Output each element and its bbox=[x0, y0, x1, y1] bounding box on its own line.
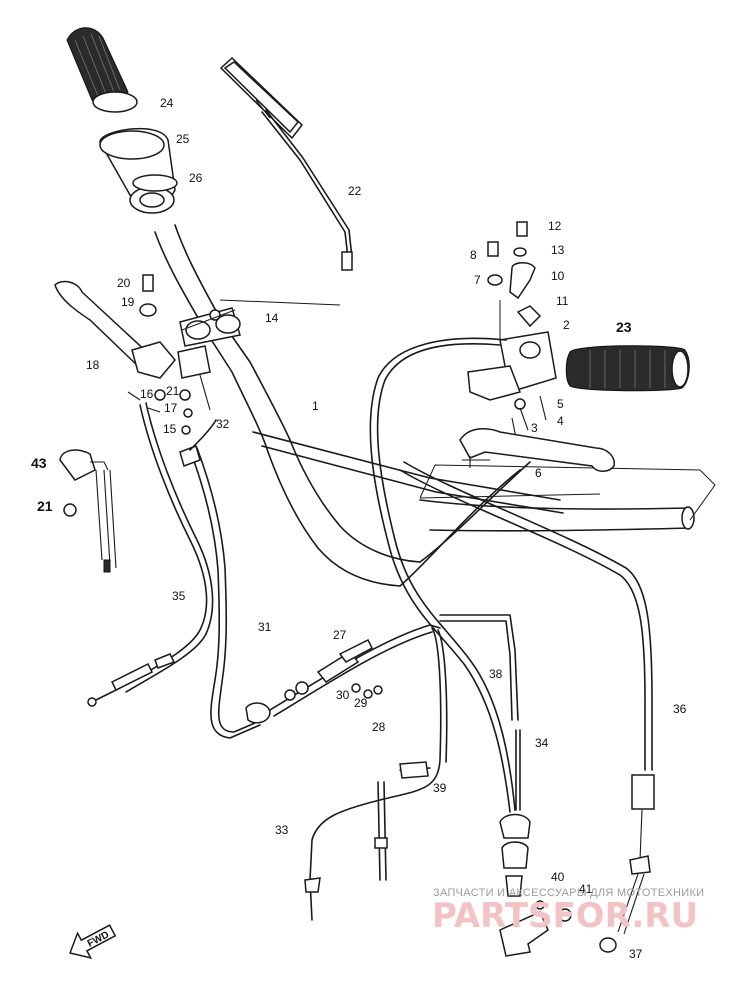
callout-13: 13 bbox=[551, 243, 565, 257]
callout-32: 32 bbox=[216, 417, 230, 431]
callout-36: 36 bbox=[673, 702, 687, 716]
callout-5: 5 bbox=[557, 397, 564, 411]
handlebar bbox=[154, 224, 716, 587]
callout-20: 20 bbox=[117, 276, 131, 290]
callout-34: 34 bbox=[535, 736, 549, 750]
callout-35: 35 bbox=[172, 589, 186, 603]
callout-21: 21 bbox=[37, 498, 53, 514]
watermark: ЗАПЧАСТИ И АКСЕССУАРЫ ДЛЯ МОТОТЕХНИКИ PA… bbox=[432, 887, 704, 936]
right-throttle-assembly bbox=[459, 221, 615, 472]
callout-12: 12 bbox=[548, 219, 562, 233]
callout-23: 23 bbox=[616, 319, 632, 335]
callout-8: 8 bbox=[470, 248, 477, 262]
callout-31: 31 bbox=[258, 620, 272, 634]
mirror bbox=[219, 56, 353, 271]
callout-14: 14 bbox=[265, 311, 279, 325]
callout-30: 30 bbox=[336, 688, 350, 702]
callout-4: 4 bbox=[557, 414, 564, 428]
right-grip bbox=[565, 345, 690, 392]
callout-24: 24 bbox=[160, 96, 174, 110]
callout-22: 22 bbox=[348, 184, 362, 198]
callout-40: 40 bbox=[551, 870, 565, 884]
callout-26: 26 bbox=[189, 171, 203, 185]
callout-28: 28 bbox=[372, 720, 386, 734]
callout-38: 38 bbox=[489, 667, 503, 681]
callout-17: 17 bbox=[164, 401, 178, 415]
throttle-sleeve bbox=[99, 127, 178, 214]
callout-25: 25 bbox=[176, 132, 190, 146]
callout-2: 2 bbox=[563, 318, 570, 332]
cables bbox=[87, 299, 655, 957]
callout-15: 15 bbox=[163, 422, 177, 436]
callout-39: 39 bbox=[433, 781, 447, 795]
forward-arrow-icon bbox=[68, 924, 117, 959]
watermark-caption: ЗАПЧАСТИ И АКСЕССУАРЫ ДЛЯ МОТОТЕХНИКИ bbox=[433, 887, 704, 899]
callout-19: 19 bbox=[121, 295, 135, 309]
callout-16: 16 bbox=[140, 387, 154, 401]
fwd-label: FWD bbox=[86, 929, 111, 949]
callout-29: 29 bbox=[354, 696, 368, 710]
callout-37: 37 bbox=[629, 947, 643, 961]
callout-43: 43 bbox=[31, 455, 47, 471]
fwd-direction-marker: FWD bbox=[68, 924, 117, 959]
callout-18: 18 bbox=[86, 358, 100, 372]
callout-21: 21 bbox=[166, 384, 180, 398]
callout-6: 6 bbox=[535, 466, 542, 480]
callout-41: 41 bbox=[579, 882, 593, 896]
callout-27: 27 bbox=[333, 628, 347, 642]
callout-10: 10 bbox=[551, 269, 565, 283]
callout-3: 3 bbox=[531, 421, 538, 435]
callout-7: 7 bbox=[474, 273, 481, 287]
callout-1: 1 bbox=[312, 399, 319, 413]
watermark-logo: PARTSFOR.RU bbox=[432, 896, 698, 936]
callout-11: 11 bbox=[556, 294, 569, 308]
left-grip bbox=[66, 27, 138, 113]
left-switch bbox=[59, 449, 117, 573]
left-clutch-lever bbox=[54, 274, 241, 435]
callout-33: 33 bbox=[275, 823, 289, 837]
